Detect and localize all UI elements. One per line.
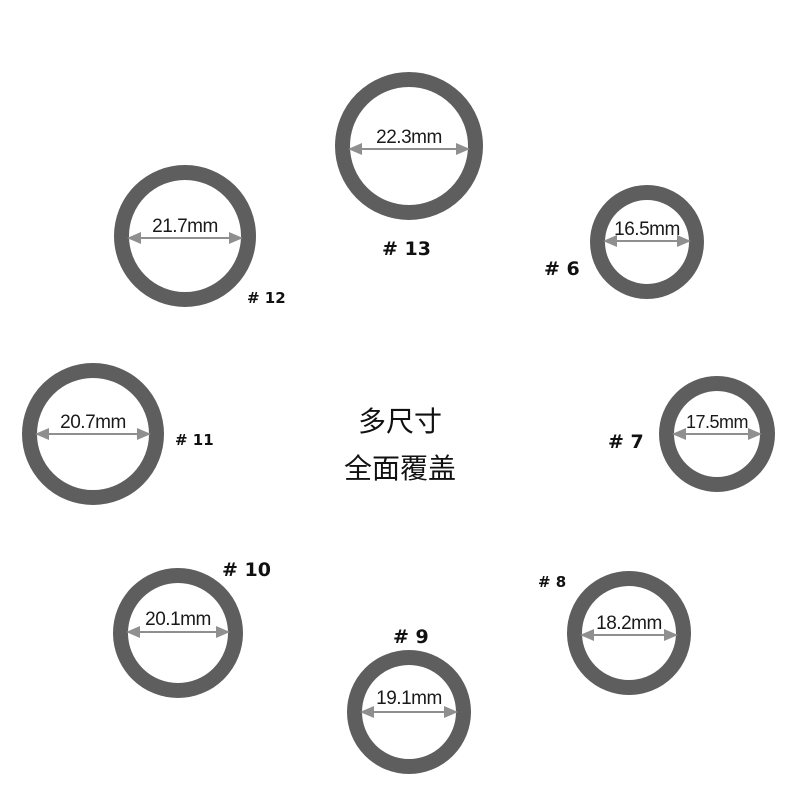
diameter-arrow-icon bbox=[360, 706, 458, 718]
ring-size-6: 16.5mm bbox=[590, 185, 704, 299]
size-tag-13: # 13 bbox=[382, 238, 431, 260]
headline-line-1: 多尺寸 bbox=[357, 405, 442, 438]
size-tag-12: # 12 bbox=[247, 289, 286, 307]
diameter-arrow-icon bbox=[580, 629, 678, 641]
diameter-label: 22.3mm bbox=[376, 127, 442, 148]
ring-size-13: 22.3mm bbox=[335, 72, 483, 220]
diameter-label: 18.2mm bbox=[596, 613, 662, 634]
diameter-arrow-icon bbox=[126, 626, 230, 638]
size-tag-10: # 10 bbox=[222, 559, 271, 581]
diameter-label: 16.5mm bbox=[614, 219, 680, 240]
diameter-arrow-icon bbox=[35, 428, 151, 440]
size-tag-6: # 6 bbox=[544, 258, 580, 280]
diameter-label: 17.5mm bbox=[685, 412, 749, 432]
ring-size-12: 21.7mm bbox=[114, 165, 256, 307]
diameter-label: 21.7mm bbox=[152, 216, 218, 237]
size-tag-7: # 7 bbox=[608, 431, 644, 453]
size-tag-8: # 8 bbox=[538, 573, 567, 591]
diameter-arrow-icon bbox=[127, 232, 243, 244]
ring-size-10: 20.1mm bbox=[113, 568, 243, 698]
diameter-arrow-icon bbox=[603, 235, 691, 247]
headline-line-2: 全面覆盖 bbox=[343, 452, 456, 485]
ring-size-8: 18.2mm bbox=[567, 571, 691, 695]
diameter-arrow-icon bbox=[672, 428, 762, 440]
diameter-arrow-icon bbox=[348, 143, 470, 155]
ring-size-11: 20.7mm bbox=[22, 363, 164, 505]
diameter-label: 20.1mm bbox=[145, 609, 211, 630]
diameter-label: 19.1mm bbox=[376, 688, 442, 709]
ring-size-9: 19.1mm bbox=[347, 650, 471, 774]
ring-size-7: 17.5mm bbox=[659, 376, 775, 492]
diameter-label: 20.7mm bbox=[60, 412, 126, 433]
size-tag-9: # 9 bbox=[393, 626, 429, 648]
size-tag-11: # 11 bbox=[175, 431, 214, 449]
